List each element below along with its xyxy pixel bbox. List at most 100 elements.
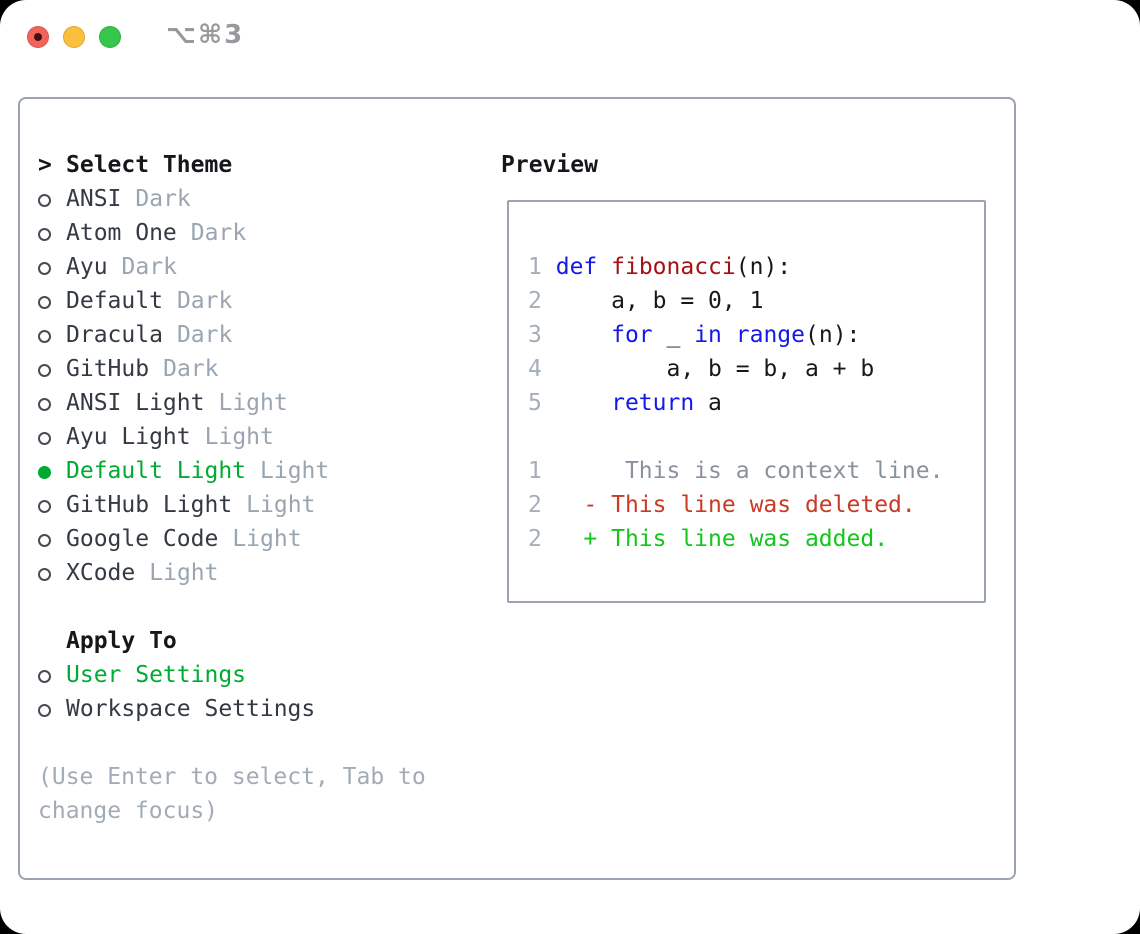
theme-variant: Dark <box>190 220 247 246</box>
theme-variant: Light <box>218 390 288 416</box>
code-line-2: 2 a, b = 0, 1 <box>528 284 984 318</box>
code-line-3: 3 for _ in range(n): <box>528 318 984 352</box>
diff-context-line: 1 This is a context line. <box>528 454 984 488</box>
theme-variant: Dark <box>135 186 191 212</box>
minimize-button[interactable] <box>63 26 85 48</box>
theme-name: XCode <box>66 560 136 586</box>
code-function-name: fibonacci <box>611 254 736 280</box>
apply-option-user-settings[interactable]: User Settings <box>38 658 426 692</box>
theme-variant: Dark <box>121 254 177 280</box>
apply-option-workspace-settings[interactable]: Workspace Settings <box>38 692 426 726</box>
theme-item-default-dark[interactable]: Default Dark <box>38 284 426 318</box>
theme-name: Default Light <box>66 458 247 484</box>
code-keyword: for <box>611 322 653 348</box>
line-number: 2 <box>528 526 542 552</box>
theme-name: Dracula <box>66 322 163 348</box>
line-number: 5 <box>528 390 542 416</box>
pointer-icon: > <box>38 152 52 178</box>
theme-item-google-code[interactable]: Google Code Light <box>38 522 426 556</box>
theme-list-header: > Select Theme <box>38 148 426 182</box>
theme-item-ayu-light[interactable]: Ayu Light Light <box>38 420 426 454</box>
theme-name: Ayu Light <box>66 424 191 450</box>
code-token: (n): <box>805 322 861 348</box>
theme-list-title: Select Theme <box>66 152 233 178</box>
diff-added-line: 2 + This line was added. <box>528 522 984 556</box>
theme-name: Atom One <box>66 220 177 246</box>
radio-circle-icon <box>38 250 66 284</box>
radio-circle-selected-icon <box>38 454 66 488</box>
code-keyword: range <box>735 322 806 348</box>
preview-title: Preview <box>501 152 598 178</box>
code-token <box>597 254 611 280</box>
apply-to-title: Apply To <box>66 628 177 654</box>
code-token <box>542 390 611 416</box>
theme-name: Google Code <box>66 526 219 552</box>
theme-variant: Light <box>260 458 330 484</box>
theme-item-dracula-dark[interactable]: Dracula Dark <box>38 318 426 352</box>
theme-variant: Light <box>149 560 219 586</box>
theme-item-atom-one-dark[interactable]: Atom One Dark <box>38 216 426 250</box>
help-line-1: (Use Enter to select, Tab to <box>38 764 426 790</box>
theme-name: Default <box>66 288 163 314</box>
radio-circle-icon <box>38 284 66 318</box>
theme-name: ANSI <box>66 186 122 212</box>
line-number: 2 <box>528 288 542 314</box>
radio-circle-icon <box>38 522 66 556</box>
theme-name: ANSI Light <box>66 390 205 416</box>
code-keyword: def <box>555 254 598 280</box>
code-token <box>542 322 611 348</box>
code-line-1: 1 def fibonacci(n): <box>528 250 984 284</box>
radio-circle-selected-icon <box>38 658 66 692</box>
code-token <box>722 322 736 348</box>
window-title-shortcut: ⌥⌘3 <box>166 20 245 50</box>
line-number: 3 <box>528 322 542 348</box>
code-token <box>542 254 556 280</box>
line-number: 1 <box>528 458 542 484</box>
theme-variant: Dark <box>176 288 233 314</box>
line-number: 4 <box>528 356 542 382</box>
theme-item-ayu-dark[interactable]: Ayu Dark <box>38 250 426 284</box>
radio-circle-icon <box>38 692 66 726</box>
radio-circle-icon <box>38 352 66 386</box>
code-keyword: return <box>611 390 695 416</box>
radio-circle-icon <box>38 420 66 454</box>
blank-line <box>528 420 984 454</box>
radio-circle-icon <box>38 386 66 420</box>
line-number: 1 <box>528 254 542 280</box>
code-token: a <box>694 390 722 416</box>
line-number: 2 <box>528 492 542 518</box>
code-token: a, b = b, a + b <box>541 356 875 382</box>
code-token: (n): <box>735 254 792 280</box>
theme-name: GitHub <box>66 356 150 382</box>
diff-deleted-line: 2 - This line was deleted. <box>528 488 984 522</box>
theme-item-ansi-dark[interactable]: ANSI Dark <box>38 182 426 216</box>
close-button[interactable] <box>27 26 49 48</box>
theme-item-ansi-light[interactable]: ANSI Light Light <box>38 386 426 420</box>
help-line-2: change focus) <box>38 798 219 824</box>
code-token: a, b = 0, 1 <box>541 288 764 314</box>
code-token: _ <box>652 322 695 348</box>
radio-circle-icon <box>38 182 66 216</box>
diff-deleted-text: - This line was deleted. <box>541 492 916 518</box>
theme-item-xcode[interactable]: XCode Light <box>38 556 426 590</box>
theme-variant: Light <box>246 492 316 518</box>
theme-variant: Light <box>204 424 274 450</box>
radio-circle-icon <box>38 318 66 352</box>
code-line-5: 5 return a <box>528 386 984 420</box>
theme-item-default-light[interactable]: Default Light Light <box>38 454 426 488</box>
diff-added-text: + This line was added. <box>541 526 889 552</box>
theme-variant: Light <box>232 526 302 552</box>
theme-name: Ayu <box>66 254 108 280</box>
apply-option-label: User Settings <box>66 662 247 688</box>
help-text: (Use Enter to select, Tab to change focu… <box>38 760 426 828</box>
theme-variant: Dark <box>176 322 233 348</box>
code-keyword: in <box>694 322 722 348</box>
maximize-button[interactable] <box>99 26 121 48</box>
diff-context-text: This is a context line. <box>541 458 944 484</box>
code-line-4: 4 a, b = b, a + b <box>528 352 984 386</box>
